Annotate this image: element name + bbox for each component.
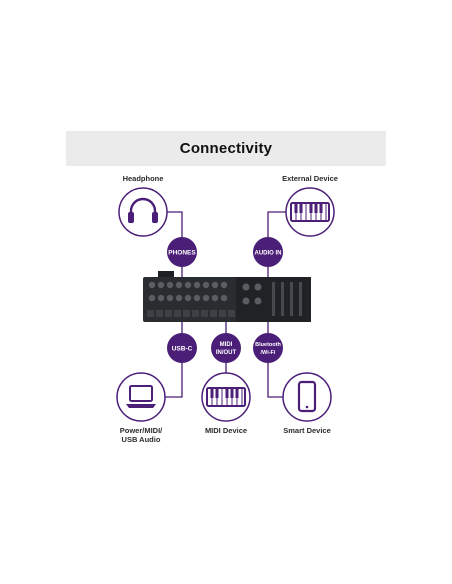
device-port-top [158, 271, 174, 277]
keyboard-icon [206, 387, 246, 407]
smartphone-icon [297, 380, 317, 413]
main-device [143, 271, 311, 322]
port-midi-io-label-line2: IN/OUT [216, 350, 237, 356]
title-banner: Connectivity [66, 131, 386, 166]
headphone-node: Headphone [118, 174, 168, 237]
keyboard-icon [290, 202, 330, 222]
device-knobs [148, 281, 262, 305]
page-title: Connectivity [179, 140, 273, 157]
port-phones: PHONES [167, 237, 197, 267]
headphone-label: Headphone [123, 174, 164, 183]
port-audio-in-label: AUDIO IN [255, 251, 282, 257]
port-midi-io: MIDI IN/OUT [211, 333, 241, 363]
port-usb-c: USB-C [167, 333, 197, 363]
port-midi-io-label-line1: MIDI [220, 342, 233, 348]
port-phones-label: PHONES [168, 250, 196, 257]
smart-device-label: Smart Device [283, 426, 331, 435]
port-bt-wifi-label-line2: /Wi-Fi [261, 350, 276, 356]
laptop-icon [126, 385, 156, 408]
device-pads [147, 310, 235, 317]
computer-node: Power/MIDI/ USB Audio [116, 372, 166, 444]
port-usb-c-label: USB-C [172, 346, 193, 353]
external-device-node: External Device [282, 174, 338, 237]
device-faders [272, 282, 302, 316]
computer-label-line2: USB Audio [122, 435, 161, 444]
external-device-label: External Device [282, 174, 338, 183]
port-bt-wifi-label-line1: Bluetooth [255, 342, 281, 348]
midi-device-node: MIDI Device [201, 372, 251, 435]
midi-device-label: MIDI Device [205, 426, 247, 435]
port-audio-in: AUDIO IN [253, 237, 283, 267]
headphones-icon [128, 197, 158, 223]
port-bt-wifi: Bluetooth /Wi-Fi [253, 333, 283, 363]
smart-device-node: Smart Device [282, 372, 332, 435]
computer-label-line1: Power/MIDI/ [120, 426, 163, 435]
